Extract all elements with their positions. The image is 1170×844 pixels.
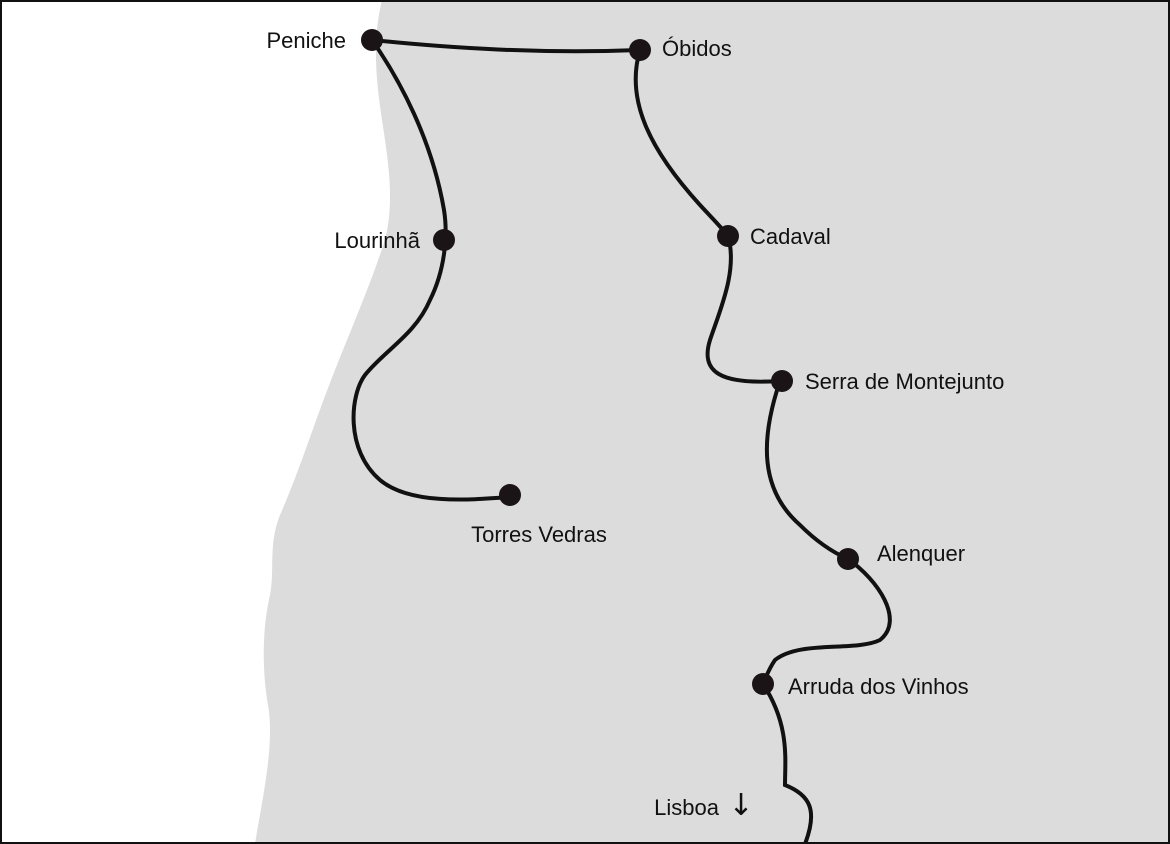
town-marker-obidos[interactable] (629, 39, 651, 61)
label-cadaval: Cadaval (750, 224, 831, 249)
town-marker-torres-vedras[interactable] (499, 484, 521, 506)
label-alenquer: Alenquer (877, 541, 965, 566)
arrow-down-icon: ↓ (728, 788, 753, 823)
town-marker-peniche[interactable] (361, 29, 383, 51)
town-marker-arruda[interactable] (752, 673, 774, 695)
town-marker-alenquer[interactable] (837, 548, 859, 570)
label-lisboa: Lisboa (654, 795, 720, 820)
label-torres-vedras: Torres Vedras (471, 522, 607, 547)
land-area (255, 2, 1168, 842)
label-lourinha: Lourinhã (334, 228, 420, 253)
town-marker-montejunto[interactable] (771, 370, 793, 392)
label-peniche: Peniche (266, 28, 346, 53)
label-obidos: Óbidos (662, 36, 732, 61)
label-arruda: Arruda dos Vinhos (788, 674, 969, 699)
town-marker-cadaval[interactable] (717, 225, 739, 247)
town-marker-lourinha[interactable] (433, 229, 455, 251)
label-montejunto: Serra de Montejunto (805, 369, 1004, 394)
route-west (351, 37, 642, 502)
